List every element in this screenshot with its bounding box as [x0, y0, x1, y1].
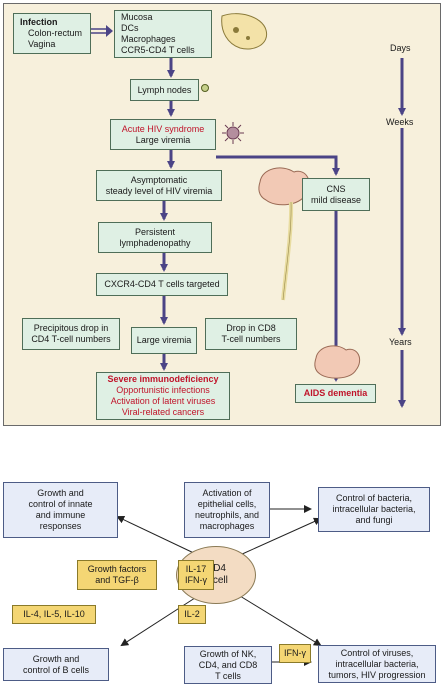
il17-label: IL-17: [185, 564, 207, 574]
growth-factors-line: and TGF-β: [95, 575, 139, 585]
severe-item: Activation of latent viruses: [110, 396, 216, 406]
infection-title: Infection: [20, 17, 58, 27]
severe-item: Viral-related cancers: [121, 407, 205, 417]
mucosa-line: Mucosa: [121, 12, 153, 22]
control-viruses-line: Control of viruses,: [340, 647, 414, 658]
growth-factors-tag: Growth factors and TGF-β: [77, 560, 157, 590]
acute-to-cns-arrow: [216, 155, 340, 176]
activation-line: neutrophils, and: [194, 510, 260, 520]
growth-nk-line: CD4, and CD8: [198, 659, 258, 670]
severe-item: Opportunistic infections: [116, 385, 210, 395]
acute-hiv-box: Acute HIV syndrome Large viremia: [110, 119, 216, 150]
activation-line: Activation of: [202, 488, 252, 498]
control-viruses-line: intracellular bacteria,: [335, 658, 419, 669]
cd4-label: CD4: [205, 563, 226, 574]
cns-line: CNS: [326, 183, 346, 194]
asymptomatic-line: Asymptomatic: [130, 174, 188, 185]
cd4-to-b-cells-arrow: [120, 595, 199, 647]
asymptomatic-line: steady level of HIV viremia: [105, 185, 213, 196]
growth-nk-box: Growth of NK, CD4, and CD8 T cells: [184, 646, 272, 684]
growth-nk-line: Growth of NK,: [199, 648, 257, 659]
cd4-to-activation-arrow: [239, 517, 322, 556]
il2-tag: IL-2: [178, 605, 206, 624]
control-bacteria-line: Control of bacteria,: [335, 493, 413, 503]
control-bacteria-line: and fungi: [355, 515, 393, 525]
control-bacteria-box: Control of bacteria, intracellular bacte…: [318, 487, 430, 532]
growth-b-line: Growth and: [32, 653, 80, 664]
drop-cd8-box: Drop in CD8 T-cell numbers: [205, 318, 297, 350]
intestine-illustration: [221, 13, 268, 50]
growth-b-line: control of B cells: [22, 664, 90, 675]
growth-factors-line: Growth factors: [87, 564, 147, 574]
large-viremia-box: Large viremia: [131, 327, 197, 354]
aids-dementia-label: AIDS dementia: [303, 388, 368, 398]
growth-innate-line: responses: [39, 521, 82, 531]
infection-box: Infection Colon-rectum Vagina: [13, 13, 91, 54]
cd4-to-innate-arrow: [116, 515, 199, 556]
brain-spinal-cord-illustration: [258, 167, 310, 301]
timeline-weeks-label: Weeks: [386, 117, 414, 127]
mucosa-box: Mucosa DCs Macrophages CCR5-CD4 T cells: [114, 10, 212, 58]
infection-site: Vagina: [28, 39, 56, 49]
lymph-node-icon: [201, 84, 209, 92]
growth-innate-box: Growth and control of innate and immune …: [3, 482, 118, 538]
lymph-nodes-box: Lymph nodes: [130, 79, 199, 101]
mucosa-line: CCR5-CD4 T cells: [121, 45, 195, 55]
cxcr4-box: CXCR4-CD4 T cells targeted: [96, 273, 228, 296]
hiv-progression-panel: [3, 3, 441, 426]
persistent-line: lymphadenopathy: [119, 237, 191, 248]
mucosa-line: Macrophages: [121, 34, 176, 44]
precipitous-line: Precipitous drop in: [33, 323, 109, 333]
brain-illustration: [314, 345, 361, 379]
control-bacteria-line: intracellular bacteria,: [332, 504, 416, 514]
cd4-to-nk-arrow: [239, 595, 322, 647]
activation-line: macrophages: [199, 521, 255, 531]
lymph-nodes-label: Lymph nodes: [137, 84, 192, 95]
ifn-gamma-tag: IFN-γ: [279, 644, 311, 663]
large-viremia-label: Large viremia: [135, 134, 191, 145]
mucosa-line: DCs: [121, 23, 139, 33]
il4-il5-il10-tag: IL-4, IL-5, IL-10: [12, 605, 96, 624]
il2-label: IL-2: [184, 609, 200, 619]
asymptomatic-box: Asymptomatic steady level of HIV viremia: [96, 170, 222, 201]
growth-innate-line: and immune: [35, 510, 86, 520]
ifn-gamma-label: IFN-γ: [284, 648, 306, 658]
virus-icon: [222, 122, 244, 144]
activation-line: epithelial cells,: [197, 499, 257, 509]
timeline-days-label: Days: [390, 43, 411, 53]
ifn-gamma-label: IFN-γ: [185, 575, 207, 585]
aids-dementia-box: AIDS dementia: [295, 384, 376, 403]
acute-hiv-label: Acute HIV syndrome: [121, 123, 205, 134]
large-viremia-label: Large viremia: [136, 335, 192, 345]
growth-nk-line: T cells: [215, 670, 241, 681]
drop-cd8-line: Drop in CD8: [226, 323, 276, 333]
persistent-line: Persistent: [134, 226, 176, 237]
severe-title: Severe immunodeficiency: [107, 374, 219, 384]
growth-innate-line: control of innate: [28, 499, 93, 509]
t-cell-label: T cell: [204, 575, 228, 586]
control-viruses-line: tumors, HIV progression: [328, 669, 426, 680]
growth-innate-line: Growth and: [37, 488, 84, 498]
drop-cd8-line: T-cell numbers: [221, 334, 281, 344]
activation-box: Activation of epithelial cells, neutroph…: [184, 482, 270, 538]
timeline-years-label: Years: [389, 337, 412, 347]
cd4-t-cell-circle: CD4 T cell: [176, 546, 256, 604]
infection-to-mucosa-arrow: [90, 25, 113, 37]
infection-site: Colon-rectum: [28, 28, 83, 38]
precipitous-line: CD4 T-cell numbers: [31, 334, 111, 344]
il17-ifn-tag: IL-17 IFN-γ: [178, 560, 214, 590]
growth-b-cells-box: Growth and control of B cells: [3, 648, 109, 681]
precipitous-box: Precipitous drop in CD4 T-cell numbers: [22, 318, 120, 350]
control-viruses-box: Control of viruses, intracellular bacter…: [318, 645, 436, 683]
cns-box: CNS mild disease: [302, 178, 370, 211]
cxcr4-label: CXCR4-CD4 T cells targeted: [104, 279, 220, 289]
persistent-box: Persistent lymphadenopathy: [98, 222, 212, 253]
severe-immunodeficiency-box: Severe immunodeficiency Opportunistic in…: [96, 372, 230, 420]
il4-label: IL-4, IL-5, IL-10: [23, 609, 85, 619]
cns-line: mild disease: [310, 194, 362, 205]
